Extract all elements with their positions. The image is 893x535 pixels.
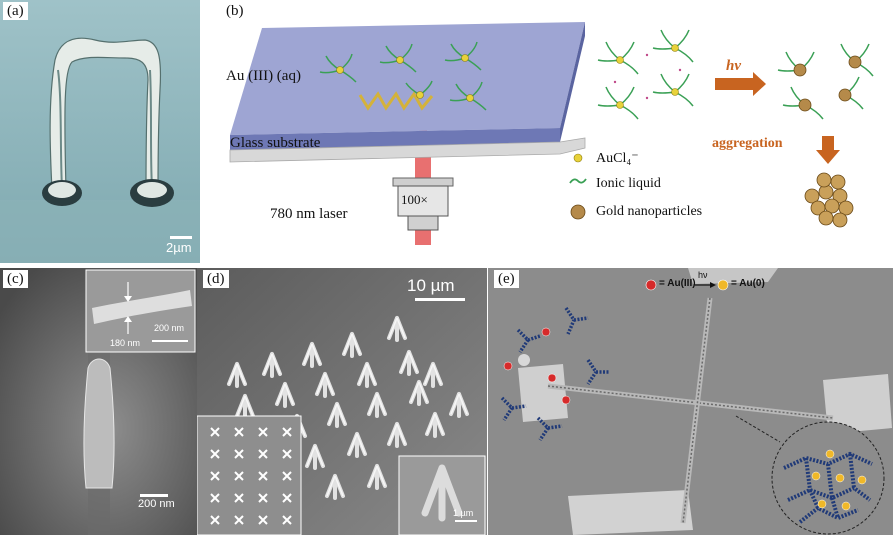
- panel-c-sem-image: [0, 268, 197, 535]
- substrate-label: Glass substrate: [230, 135, 321, 151]
- panel-a-label: (a): [3, 2, 28, 20]
- panel-d-label: (d): [203, 270, 229, 288]
- panel-c-inset-width: 180 nm: [110, 338, 141, 348]
- panel-b-label: (b): [222, 2, 248, 20]
- photon-label: hν: [726, 58, 741, 74]
- legend-aucl4: AuCl₄⁻: [596, 151, 639, 166]
- panel-c: (c) 200 nm 180 nm 200 nm: [0, 268, 197, 535]
- panel-d-inset-scale: 1 µm: [453, 508, 474, 518]
- panel-e-label: (e): [494, 270, 519, 288]
- legend-au0: = Au(0): [731, 278, 765, 289]
- legend-ionic-liquid: Ionic liquid: [596, 176, 661, 191]
- panel-d: (d) 10 µm 1 µm: [197, 268, 487, 535]
- panel-c-scale-label: 200 nm: [138, 498, 175, 510]
- panel-d-scale-label: 10 µm: [407, 276, 455, 295]
- legend-gold-np: Gold nanoparticles: [596, 204, 703, 219]
- panel-e-sem-image: [488, 268, 893, 535]
- panel-e: (e) = Au(III) hν = Au(0): [488, 268, 893, 535]
- panel-b-schematic: [229, 22, 874, 245]
- solution-label: Au (III) (aq): [226, 68, 301, 84]
- panel-a-scale-label: 2µm: [166, 240, 192, 255]
- panel-c-label: (c): [3, 270, 28, 288]
- panel-c-inset-scale: 200 nm: [154, 323, 185, 333]
- legend-hv: hν: [698, 270, 708, 280]
- legend-au3: = Au(III): [659, 278, 696, 289]
- panel-a: (a) 2µm: [0, 0, 200, 263]
- objective-label: 100×: [401, 192, 428, 207]
- aggregation-label: aggregation: [712, 136, 783, 151]
- laser-label: 780 nm laser: [270, 206, 348, 222]
- inset-pattern: [210, 427, 292, 525]
- panel-b: (b) Au (III) (aq) Glass substrate 100× 7…: [200, 0, 893, 263]
- panel-a-sem-image: [0, 0, 200, 263]
- box-molecules: [319, 41, 487, 111]
- panel-d-sem-image: [197, 268, 487, 535]
